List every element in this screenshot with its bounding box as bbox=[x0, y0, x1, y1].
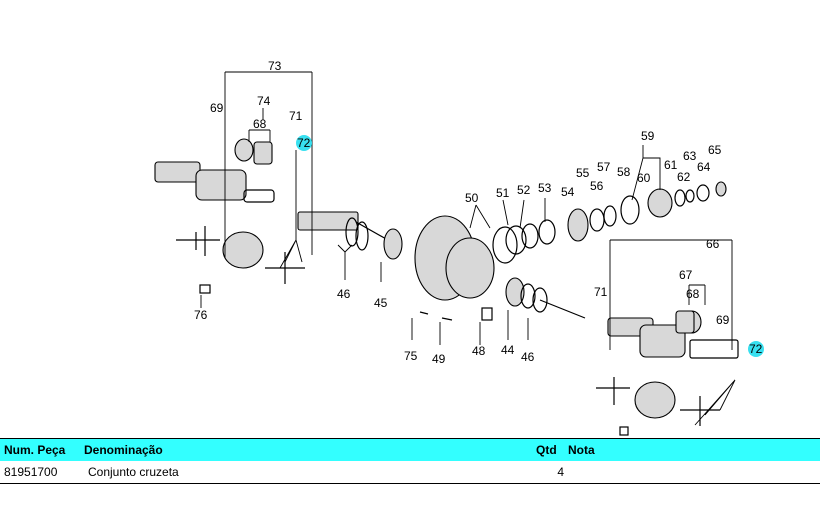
callout-55[interactable]: 55 bbox=[576, 166, 590, 180]
callout-69[interactable]: 69 bbox=[210, 101, 224, 115]
callout-66[interactable]: 66 bbox=[706, 237, 720, 251]
header-denominacao: Denominação bbox=[84, 443, 163, 457]
callout-63[interactable]: 63 bbox=[683, 149, 697, 163]
callout-46[interactable]: 46 bbox=[337, 287, 351, 301]
callout-54[interactable]: 54 bbox=[561, 185, 575, 199]
callout-49[interactable]: 49 bbox=[432, 352, 446, 366]
cell-denomination: Conjunto cruzeta bbox=[88, 465, 179, 479]
callout-labels: 73 74 68 71 72 69 46 45 50 51 52 53 54 5… bbox=[194, 59, 764, 366]
right-halfshaft-drawing bbox=[596, 310, 739, 436]
callout-71[interactable]: 71 bbox=[289, 109, 303, 123]
header-nota: Nota bbox=[568, 443, 595, 457]
callout-68b[interactable]: 68 bbox=[686, 287, 700, 301]
callout-72-highlight bbox=[296, 135, 312, 151]
callout-67[interactable]: 67 bbox=[679, 268, 693, 282]
exploded-parts-diagram: 73 74 68 71 72 69 46 45 50 51 52 53 54 5… bbox=[154, 59, 764, 436]
callout-62[interactable]: 62 bbox=[677, 170, 691, 184]
callout-60[interactable]: 60 bbox=[637, 171, 651, 185]
callout-46b[interactable]: 46 bbox=[521, 350, 535, 364]
callout-72b-highlight bbox=[748, 341, 764, 357]
callout-44[interactable]: 44 bbox=[501, 343, 515, 357]
callout-58[interactable]: 58 bbox=[617, 165, 631, 179]
table-row[interactable]: 81951700 Conjunto cruzeta 4 bbox=[0, 461, 820, 483]
callout-51[interactable]: 51 bbox=[496, 186, 510, 200]
cell-quantity: 4 bbox=[557, 465, 564, 479]
callout-56[interactable]: 56 bbox=[590, 179, 604, 193]
callout-52[interactable]: 52 bbox=[517, 183, 531, 197]
callout-57[interactable]: 57 bbox=[597, 160, 611, 174]
callout-75[interactable]: 75 bbox=[404, 349, 418, 363]
callout-50[interactable]: 50 bbox=[465, 191, 479, 205]
callout-53[interactable]: 53 bbox=[538, 181, 552, 195]
callout-72b[interactable]: 72 bbox=[749, 342, 763, 356]
callout-76[interactable]: 76 bbox=[194, 308, 208, 322]
differential-drawing bbox=[414, 181, 727, 321]
callout-59[interactable]: 59 bbox=[641, 129, 655, 143]
parts-table: Num. Peça Denominação Qtd Nota 81951700 … bbox=[0, 438, 820, 484]
callout-74[interactable]: 74 bbox=[257, 94, 271, 108]
leader-lines bbox=[200, 71, 736, 426]
callout-68[interactable]: 68 bbox=[253, 117, 267, 131]
left-shaft-drawing bbox=[297, 211, 403, 260]
callout-71b[interactable]: 71 bbox=[594, 285, 608, 299]
table-header-row: Num. Peça Denominação Qtd Nota bbox=[0, 439, 820, 461]
header-qtd: Qtd bbox=[536, 443, 557, 457]
callout-72[interactable]: 72 bbox=[297, 136, 311, 150]
callout-45[interactable]: 45 bbox=[374, 296, 388, 310]
callout-73[interactable]: 73 bbox=[268, 59, 282, 73]
callout-64[interactable]: 64 bbox=[697, 160, 711, 174]
header-num-peca: Num. Peça bbox=[4, 443, 66, 457]
cell-part-number: 81951700 bbox=[4, 465, 58, 479]
callout-61[interactable]: 61 bbox=[664, 158, 678, 172]
left-halfshaft-drawing bbox=[154, 138, 305, 294]
callout-48[interactable]: 48 bbox=[472, 344, 486, 358]
callout-65[interactable]: 65 bbox=[708, 143, 722, 157]
callout-69b[interactable]: 69 bbox=[716, 313, 730, 327]
